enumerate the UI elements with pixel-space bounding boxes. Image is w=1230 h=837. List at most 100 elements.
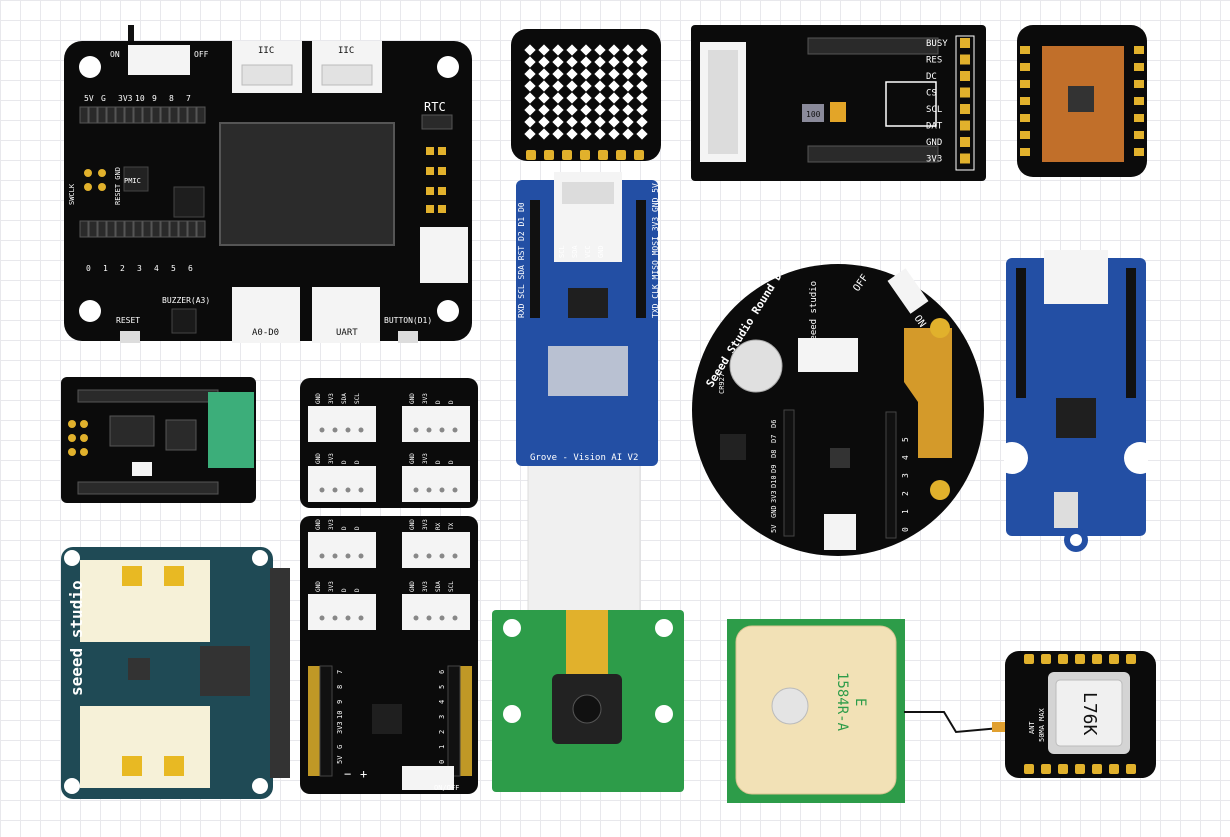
- round-left-pin: D10: [770, 475, 778, 488]
- shield-port-pin: D: [435, 460, 442, 464]
- grove-port[interactable]: [308, 532, 376, 568]
- shield-port-pin: GND: [315, 581, 322, 592]
- blue-sensor-board: [1004, 250, 1148, 552]
- round-left-pin: D7: [770, 435, 778, 443]
- pin-label-bottom: 1: [103, 264, 108, 273]
- epaper-pin-res: RES: [926, 56, 942, 66]
- pin-label-top: 9: [152, 94, 157, 103]
- shield-port-pin: TX: [448, 522, 455, 530]
- screw-terminal[interactable]: [208, 392, 254, 468]
- pin-label-bottom: 0: [86, 264, 91, 273]
- shield-left-pin: 10: [336, 711, 344, 719]
- power-switch[interactable]: [128, 45, 190, 75]
- round-grove-port[interactable]: [824, 514, 856, 550]
- shield-port-pin: D: [354, 588, 361, 592]
- bottom-pin-header: [79, 220, 206, 238]
- uart-connector[interactable]: [312, 287, 380, 343]
- grove-port[interactable]: [308, 406, 376, 442]
- mmwave-xiao-sensor: [1017, 25, 1147, 177]
- grove-port[interactable]: [402, 594, 470, 630]
- uart-label: UART: [336, 328, 358, 338]
- epaper-pin-dat: DAT: [926, 122, 943, 132]
- shield-port-pin: GND: [315, 519, 322, 530]
- battery-minus: −: [344, 767, 351, 781]
- shield-right-pin: 5: [438, 685, 446, 689]
- vision-right-pins: TXD CLK MISO MOSI 3V3 GND 5V: [651, 183, 660, 318]
- round-right-pin: 1: [901, 509, 910, 514]
- buzzer-label: BUZZER(A3): [162, 296, 210, 305]
- user-button[interactable]: [398, 331, 418, 343]
- iic-label-1: IIC: [258, 46, 274, 56]
- reset-label: RESET: [116, 316, 140, 325]
- swdio-swclk-label: SWCLK: [68, 183, 76, 205]
- l76k-label: L76K: [1079, 692, 1100, 736]
- shield-port-pin: GND: [315, 453, 322, 464]
- button-label: BUTTON(D1): [384, 316, 432, 325]
- shield-power-switch[interactable]: [402, 766, 454, 790]
- shield-left-pin: 9: [336, 700, 344, 704]
- reset-gnd-label: RESET GND: [114, 167, 122, 205]
- round-left-pin: D9: [770, 465, 778, 473]
- pin-label-bottom: 3: [137, 264, 142, 273]
- ant-sub-label: 50MA MAX: [1038, 707, 1046, 742]
- shield-port-pin: 3V3: [422, 393, 429, 404]
- shield-port-pin: GND: [409, 519, 416, 530]
- shield-port-pin: 3V3: [328, 581, 335, 592]
- shield-right-pin: 1: [438, 745, 446, 749]
- grove-port[interactable]: [308, 466, 376, 502]
- shield-port-pin: 3V3: [422, 581, 429, 592]
- gps-label-1: 1584R-A: [834, 672, 850, 732]
- shield-port-pin: D: [448, 460, 455, 464]
- vision-grove-pin: SCL: [558, 245, 566, 258]
- side-grove-connector[interactable]: [420, 227, 468, 283]
- shield-port-pin: D: [341, 460, 348, 464]
- gps-label-2: E: [852, 698, 868, 706]
- pin-label-top: 8: [169, 94, 174, 103]
- round-left-pin: D8: [770, 450, 778, 458]
- usb-c-connector[interactable]: [1044, 250, 1108, 304]
- shield-right-pin: 0: [438, 760, 446, 764]
- off-label: OFF: [194, 50, 209, 59]
- sd-card-slot[interactable]: [548, 346, 628, 396]
- reset-button[interactable]: [120, 331, 140, 343]
- epaper-pin-3v3: 3V3: [926, 155, 942, 165]
- grove-port[interactable]: [402, 406, 470, 442]
- led-matrix-board: [511, 29, 661, 161]
- shield-port-pin: D: [448, 400, 455, 404]
- grove-port[interactable]: [402, 466, 470, 502]
- shield-port-pin: SCL: [354, 393, 361, 404]
- grove-vision-ai-v2: RXD SCL SDA RST D2 D1 D0 TXD CLK MISO MO…: [492, 172, 684, 792]
- coin-cell-holder: [729, 339, 783, 393]
- cr927-label: CR927: [718, 373, 726, 394]
- top-pin-header: [79, 106, 206, 124]
- round-right-pin: 5: [901, 437, 910, 442]
- shield-port-pin: 3V3: [328, 453, 335, 464]
- gps-cable: [904, 711, 1006, 734]
- dip-switch[interactable]: [1054, 492, 1078, 528]
- a0-d0-connector[interactable]: [232, 287, 300, 343]
- pin-label-top: 10: [135, 94, 145, 103]
- ant-label: ANT: [1028, 721, 1036, 734]
- round-right-pin: 3: [901, 473, 910, 478]
- on-label: ON: [110, 50, 120, 59]
- shield-right-pin: 2: [438, 730, 446, 734]
- epaper-pin-busy: BUSY: [926, 39, 948, 49]
- shield-port-pin: 3V3: [422, 519, 429, 530]
- shield-left-pin: 5V: [336, 755, 344, 764]
- xiao-socket: [219, 122, 395, 246]
- grove-port[interactable]: [402, 532, 470, 568]
- buzzer: [171, 308, 197, 334]
- pin-label-top: 5V: [84, 94, 94, 103]
- gps-antenna: 1584R-A E: [727, 619, 905, 803]
- shield-left-pin: 8: [336, 685, 344, 689]
- shield-left-pin: G: [336, 745, 344, 749]
- grove-port[interactable]: [308, 594, 376, 630]
- shield-right-pin: 4: [438, 700, 446, 704]
- radar-brand: seeed studio: [67, 580, 86, 696]
- shield-port-pin: SDA: [435, 581, 442, 592]
- resistor-label: 100: [806, 110, 821, 119]
- round-right-pin: 2: [901, 491, 910, 496]
